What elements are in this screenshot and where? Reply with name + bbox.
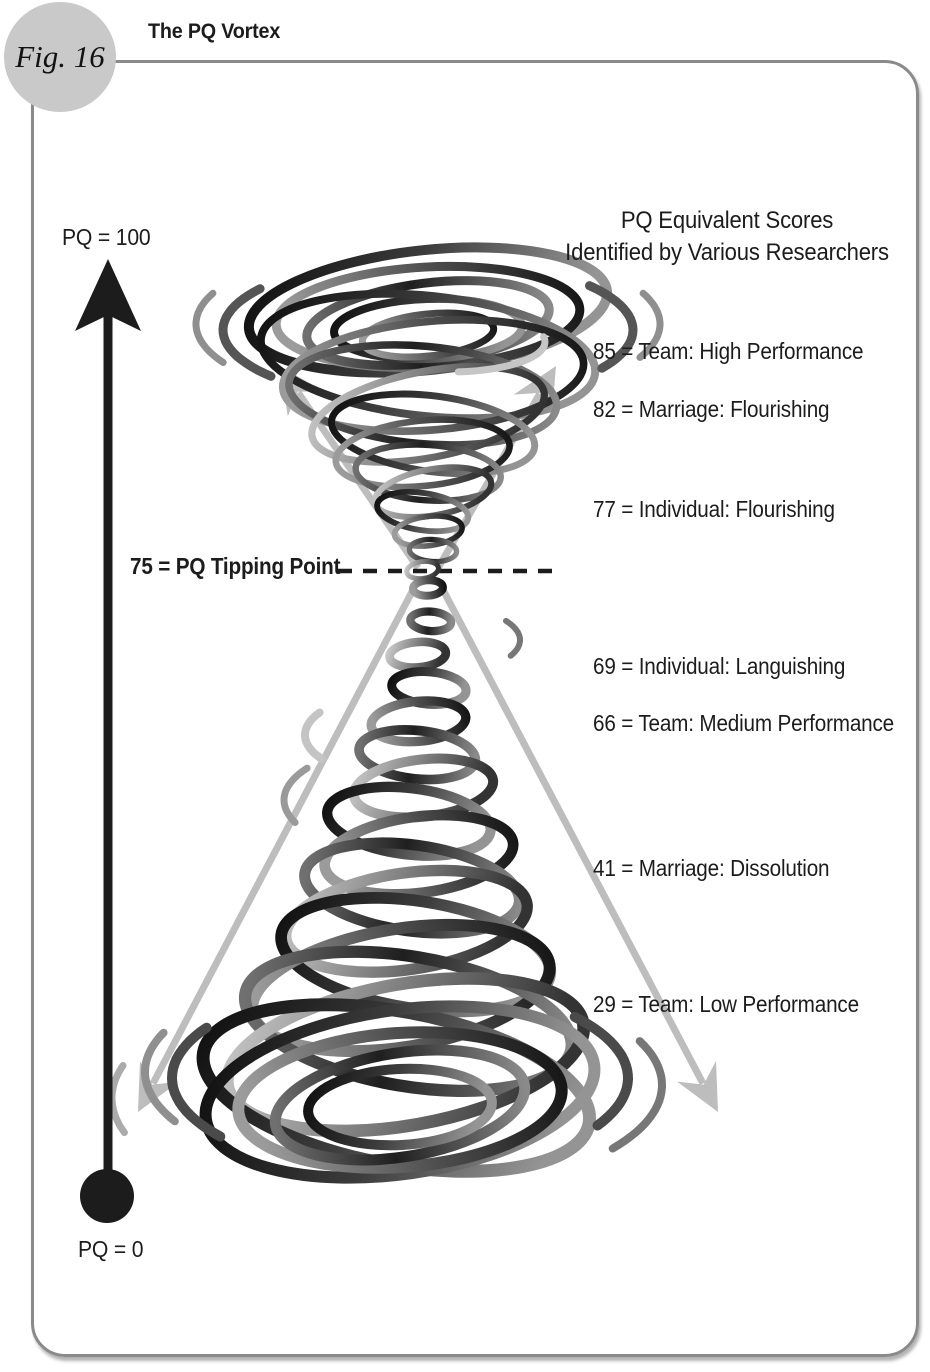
score-item-41: 41 = Marriage: Dissolution — [593, 855, 830, 881]
vortex-graphic — [108, 242, 667, 1184]
axis-arrowhead-up-icon — [75, 259, 141, 331]
score-item-29: 29 = Team: Low Performance — [593, 991, 859, 1017]
tipping-point-label: 75 = PQ Tipping Point — [130, 553, 341, 579]
score-item-82: 82 = Marriage: Flourishing — [593, 396, 830, 422]
figure-number-label: Fig. 16 — [15, 39, 105, 74]
scores-panel-heading: PQ Equivalent Scores Identified by Vario… — [548, 205, 907, 269]
score-item-66: 66 = Team: Medium Performance — [593, 710, 895, 736]
score-item-69: 69 = Individual: Languishing — [593, 653, 846, 679]
score-item-85: 85 = Team: High Performance — [593, 338, 864, 364]
score-item-77: 77 = Individual: Flourishing — [593, 496, 835, 522]
axis-max-label: PQ = 100 — [62, 224, 151, 250]
figure-number-badge: Fig. 16 — [4, 2, 116, 112]
scores-heading-line1: PQ Equivalent Scores — [620, 207, 834, 234]
pq-axis — [75, 259, 141, 1223]
figure-frame — [31, 60, 919, 1357]
scores-heading-line2: Identified by Various Researchers — [565, 239, 889, 266]
figure-title: The PQ Vortex — [148, 20, 281, 43]
axis-min-label: PQ = 0 — [78, 1236, 144, 1262]
axis-origin-dot — [80, 1169, 134, 1223]
